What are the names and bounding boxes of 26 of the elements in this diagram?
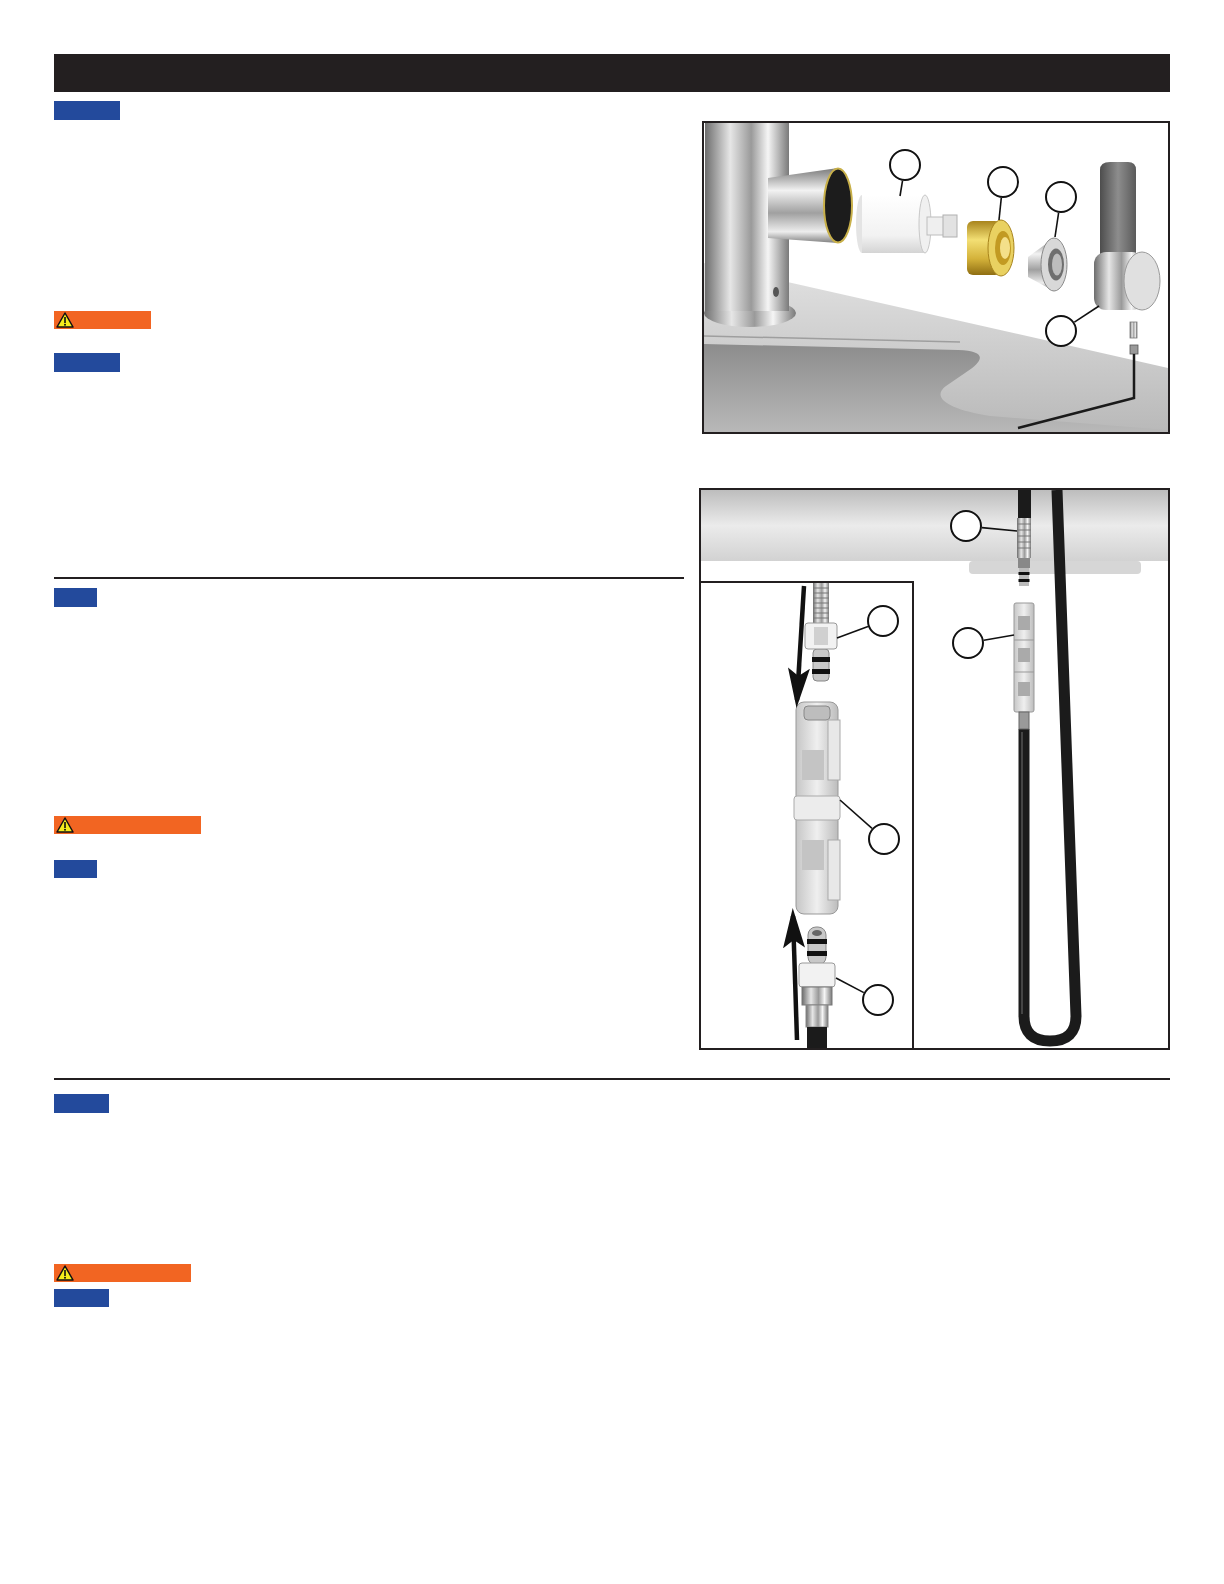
leader-line [836, 625, 869, 639]
lever-handle [1092, 160, 1162, 312]
callout-circle [868, 823, 900, 855]
leader-line [1054, 212, 1060, 238]
leader-line [998, 197, 1003, 221]
hose-fitting [804, 583, 838, 683]
leader-line [835, 977, 865, 994]
leader-line [983, 634, 1015, 642]
arrow [788, 585, 810, 708]
escutcheon-cap [1026, 235, 1070, 294]
arrow [783, 908, 806, 1041]
callout-circle [889, 149, 921, 181]
hose-fitting [1014, 518, 1034, 586]
quick-connector [1012, 602, 1036, 730]
leader-line [1073, 305, 1100, 323]
callout-circle [1045, 315, 1077, 347]
leader-line [839, 799, 873, 830]
callout-circle [862, 984, 894, 1016]
leader-line [981, 526, 1018, 532]
callout-circle [952, 627, 984, 659]
callout-circle [1045, 181, 1077, 213]
callout-circle [867, 605, 899, 637]
callout-circle [987, 166, 1019, 198]
leader-line [899, 180, 904, 197]
hose-fitting [797, 927, 838, 1048]
cartridge [855, 193, 958, 255]
